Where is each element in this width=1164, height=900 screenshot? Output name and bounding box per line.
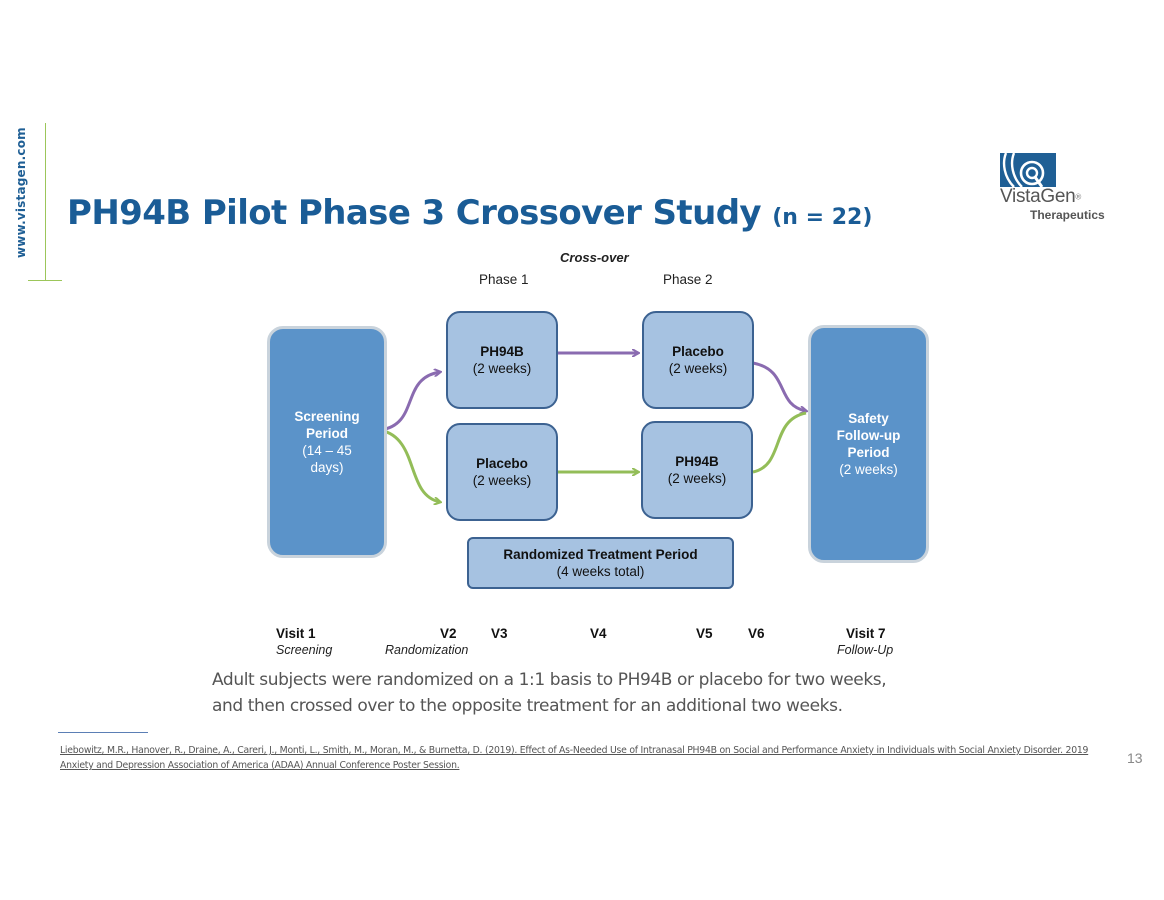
treatment-duration: (2 weeks)	[472, 361, 532, 376]
randomized-label: Randomized Treatment Period	[503, 547, 698, 562]
visit-3: V3	[491, 626, 508, 641]
company-logo: VistaGen® Therapeutics	[1000, 153, 1120, 228]
screening-duration-2: days)	[310, 460, 344, 475]
visit-4: V4	[590, 626, 607, 641]
logo-name: VistaGen®	[1000, 186, 1081, 208]
arm1-phase1-box: PH94B (2 weeks)	[446, 311, 558, 409]
safety-followup-box: Safety Follow-up Period (2 weeks)	[808, 325, 929, 563]
treatment-label: Placebo	[672, 344, 724, 359]
page-title: PH94B Pilot Phase 3 Crossover Study (n =…	[67, 193, 872, 233]
phase-1-label: Phase 1	[479, 272, 529, 287]
visit-2: V2	[440, 626, 457, 641]
screening-period-box: Screening Period (14 – 45 days)	[267, 326, 387, 558]
visit-5: V5	[696, 626, 713, 641]
footnote-divider	[58, 732, 148, 733]
caption-line-2: and then crossed over to the opposite tr…	[212, 696, 843, 716]
followup-title-2: Follow-up	[836, 428, 901, 443]
arrow-screening-to-placebo	[379, 428, 440, 502]
followup-title: Safety	[848, 411, 889, 426]
treatment-duration: (2 weeks)	[472, 473, 532, 488]
phase-2-label: Phase 2	[663, 272, 713, 287]
screening-duration: (14 – 45	[302, 443, 352, 458]
arrow-screening-to-ph94b	[379, 372, 440, 432]
treatment-label: PH94B	[480, 344, 524, 359]
followup-duration: (2 weeks)	[839, 462, 898, 477]
visit-7-sub: Follow-Up	[837, 643, 894, 657]
treatment-label: Placebo	[476, 456, 528, 471]
screening-title-2: Period	[305, 426, 348, 441]
randomized-treatment-box: Randomized Treatment Period (4 weeks tot…	[467, 537, 734, 589]
visit-6: V6	[748, 626, 765, 641]
screening-title: Screening	[294, 409, 360, 424]
randomized-duration: (4 weeks total)	[556, 564, 645, 579]
visit-1-sub: Screening	[276, 643, 333, 657]
arm1-phase2-box: Placebo (2 weeks)	[642, 311, 754, 409]
visit-7: Visit 7	[846, 626, 886, 641]
arrow-ph94b-to-followup	[752, 411, 807, 474]
arrow-placebo-to-followup	[752, 361, 806, 411]
study-description: Adult subjects were randomized on a 1:1 …	[212, 667, 887, 719]
sidebar-divider	[45, 123, 46, 280]
sidebar-divider-foot	[28, 280, 62, 281]
citation-footnote[interactable]: Liebowitz, M.R., Hanover, R., Draine, A.…	[60, 745, 1089, 771]
logo-subtitle: Therapeutics	[1030, 208, 1105, 222]
caption-line-1: Adult subjects were randomized on a 1:1 …	[212, 670, 887, 690]
treatment-duration: (2 weeks)	[668, 361, 728, 376]
arm2-phase2-box: PH94B (2 weeks)	[641, 421, 753, 519]
visit-1: Visit 1	[276, 626, 316, 641]
arm2-phase1-box: Placebo (2 weeks)	[446, 423, 558, 521]
crossover-label: Cross-over	[560, 250, 629, 265]
page-number: 13	[1127, 750, 1143, 766]
logo-name-text: VistaGen	[1000, 186, 1076, 207]
treatment-label: PH94B	[675, 454, 719, 469]
registered-mark: ®	[1075, 192, 1082, 202]
page-title-text: PH94B Pilot Phase 3 Crossover Study	[67, 193, 762, 233]
vistagen-logo-icon	[1000, 153, 1056, 187]
sample-size: (n = 22)	[772, 205, 873, 230]
treatment-duration: (2 weeks)	[667, 471, 727, 486]
followup-title-3: Period	[847, 445, 890, 460]
visit-2-sub: Randomization	[385, 643, 469, 657]
